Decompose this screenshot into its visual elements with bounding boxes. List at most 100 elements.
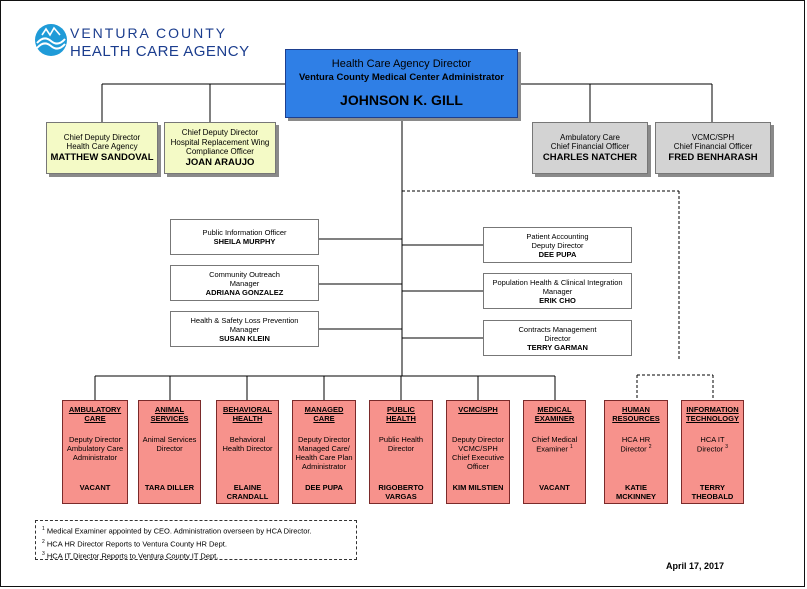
staff-title: Patient Accounting — [526, 231, 589, 241]
staff-name: DEE PUPA — [538, 249, 577, 259]
agency-logo: VENTURA COUNTY HEALTH CARE AGENCY — [34, 23, 249, 62]
dept-heading: MANAGED — [304, 405, 344, 414]
dept-role: Chief Medical — [531, 435, 578, 444]
staff-title: Community Outreach — [209, 269, 280, 279]
chart-date: April 17, 2017 — [666, 561, 725, 571]
dept-heading: AMBULATORY — [68, 405, 122, 414]
deputy-title: Chief Deputy Director — [63, 132, 141, 142]
dept-heading: TECHNOLOGY — [686, 414, 739, 423]
dept-head-name: KATIE — [625, 483, 647, 492]
dept-heading: EXAMINER — [534, 414, 575, 423]
deputy-box-araujo: Chief Deputy Director Hospital Replaceme… — [164, 122, 276, 174]
staff-box-murphy: Public Information Officer SHEILA MURPHY — [170, 219, 319, 255]
footnote-mark: 2 — [42, 538, 45, 545]
staff-box-pupa: Patient Accounting Deputy Director DEE P… — [483, 227, 632, 263]
footnotes-box: 1 Medical Examiner appointed by CEO. Adm… — [35, 520, 357, 561]
dept-head-name: CRANDALL — [226, 492, 269, 501]
dept-head-name: ELAINE — [233, 483, 262, 492]
director-name: JOHNSON K. GILL — [340, 91, 463, 108]
dept-heading: SERVICES — [150, 414, 189, 423]
dept-heading: MEDICAL — [537, 405, 572, 414]
dept-role: Deputy Director — [68, 435, 122, 444]
footnote-mark: 3 — [42, 551, 45, 557]
dept-role: Health Care Plan — [295, 453, 353, 462]
staff-name: TERRY GARMAN — [527, 342, 588, 352]
dept-role: Director — [387, 444, 415, 453]
executive-name: CHARLES NATCHER — [542, 151, 638, 163]
director-subtitle: Ventura County Medical Center Administra… — [299, 71, 504, 83]
dept-head-name: VACANT — [79, 483, 111, 492]
footnote-text: HCA IT Director Reports to Ventura Count… — [46, 551, 219, 561]
logo-agency-text: HEALTH CARE AGENCY — [70, 43, 250, 60]
dept-role: Health Director — [222, 444, 273, 453]
dept-role: Deputy Director — [451, 435, 505, 444]
dept-role: Public Health — [378, 435, 424, 444]
dept-head-name: DEE PUPA — [305, 483, 343, 492]
staff-name: SUSAN KLEIN — [219, 333, 270, 343]
director-box: Health Care Agency Director Ventura Coun… — [285, 49, 518, 118]
executive-title: VCMC/SPH — [691, 132, 735, 142]
dept-heading: ANIMAL — [154, 405, 185, 414]
dept-heading: PUBLIC — [387, 405, 415, 414]
footnote-mark: 3 — [725, 444, 729, 450]
staff-title: Health & Safety Loss Prevention — [190, 315, 299, 325]
executive-title: Chief Financial Officer — [673, 142, 753, 152]
footnote: 2 HCA HR Director Reports to Ventura Cou… — [42, 537, 350, 550]
staff-name: ERIK CHO — [539, 295, 576, 305]
executive-name: FRED BENHARASH — [668, 151, 758, 163]
dept-role: Director — [696, 444, 724, 454]
dept-head-name: TERRY — [699, 483, 726, 492]
staff-box-klein: Health & Safety Loss Prevention Manager … — [170, 311, 319, 347]
logo-county-text: VENTURA COUNTY — [70, 25, 228, 41]
dept-role: Director — [156, 444, 183, 453]
dept-heading: CARE — [313, 414, 335, 423]
dept-head-name: VACANT — [539, 483, 570, 492]
dept-heading: VCMC/SPH — [458, 405, 498, 414]
deputy-name: MATTHEW SANDOVAL — [50, 151, 154, 163]
executive-title: Chief Financial Officer — [550, 142, 630, 152]
staff-title: Contracts Management — [518, 324, 597, 334]
dept-role: Animal Services — [142, 435, 197, 444]
dept-heading: HEALTH — [386, 414, 416, 423]
footnote-mark: 1 — [42, 526, 45, 532]
deputy-title: Chief Deputy Director — [181, 127, 259, 137]
dept-heading: BEHAVIORAL — [222, 405, 273, 414]
staff-box-cho: Population Health & Clinical Integration… — [483, 273, 632, 309]
deputy-title: Compliance Officer — [186, 147, 254, 157]
dept-head-name: VARGAS — [385, 492, 417, 501]
dept-role: Administrator — [72, 453, 118, 462]
staff-title: Deputy Director — [531, 240, 584, 250]
dept-heading: CARE — [84, 414, 106, 423]
dept-heading: HUMAN — [622, 405, 650, 414]
agency-logo-icon — [35, 24, 67, 56]
staff-title: Manager — [229, 324, 260, 334]
staff-box-garman: Contracts Management Director TERRY GARM… — [483, 320, 632, 356]
footnote: 1 Medical Examiner appointed by CEO. Adm… — [42, 524, 350, 537]
dept-role: HCA IT — [700, 435, 725, 444]
dept-role: Examiner — [536, 444, 568, 454]
executive-title: Ambulatory Care — [559, 132, 621, 142]
staff-name: SHEILA MURPHY — [213, 237, 276, 246]
executive-box-benharash: VCMC/SPH Chief Financial Officer FRED BE… — [655, 122, 771, 174]
dept-role: HCA HR — [621, 435, 651, 444]
footnote-text: Medical Examiner appointed by CEO. Admin… — [46, 526, 312, 536]
dept-role: Managed Care/ — [298, 444, 350, 453]
footnote-mark: 2 — [648, 444, 652, 450]
staff-title: Director — [544, 333, 571, 343]
dept-role: Ambulatory Care — [66, 444, 124, 453]
footnote-text: HCA HR Director Reports to Ventura Count… — [46, 539, 227, 548]
deputy-title: Health Care Agency — [66, 142, 138, 152]
dept-head-name: TARA DILLER — [144, 483, 195, 492]
staff-title: Public Information Officer — [202, 228, 287, 237]
deputy-box-sandoval: Chief Deputy Director Health Care Agency… — [46, 122, 158, 174]
dept-head-name: RIGOBERTO — [378, 483, 424, 492]
